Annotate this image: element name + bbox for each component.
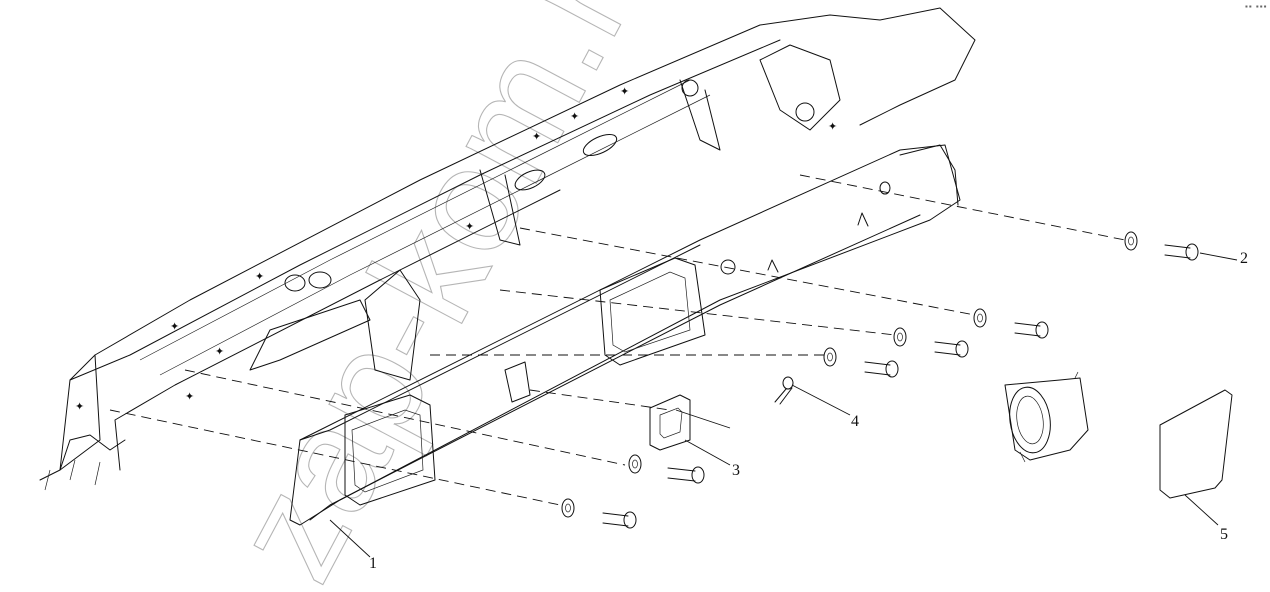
clip-mark: ✦: [570, 110, 579, 123]
clip-mark: ✦: [185, 390, 194, 403]
clip-mark: ✦: [532, 130, 541, 143]
fastener-a: [1124, 231, 1199, 261]
fastener-sets: [561, 231, 1199, 529]
screw-part-4: [774, 376, 794, 405]
fastener-c: [893, 327, 969, 358]
fastener-e: [628, 454, 705, 484]
clip-mark: ✦: [828, 120, 837, 133]
callout-4: 4: [851, 413, 859, 430]
clip-mark: ✦: [170, 320, 179, 333]
handle-bezel-part-3: [649, 394, 691, 451]
clip-mark: ✦: [215, 345, 224, 358]
cover-plate-part-5: [1159, 389, 1233, 499]
clip-mark: ✦: [255, 270, 264, 283]
corner-mark: ▪▪ ▪▪▪: [1245, 2, 1268, 11]
clip-mark: ✦: [75, 400, 84, 413]
clip-mark: ✦: [465, 220, 474, 233]
fastener-f: [561, 498, 637, 529]
fastener-b: [973, 308, 1049, 339]
trim-panel-part-1: [289, 144, 961, 526]
callout-5: 5: [1220, 526, 1228, 543]
callout-3: 3: [732, 462, 740, 479]
callout-2: 2: [1240, 250, 1248, 267]
rear-body-panel: [39, 7, 976, 491]
callout-1: 1: [369, 555, 377, 572]
clip-marks: ✦ ✦ ✦ ✦ ✦ ✦ ✦ ✦ ✦ ✦: [75, 85, 837, 413]
clip-mark: ✦: [620, 85, 629, 98]
assembly-lines: [109, 174, 1126, 506]
fastener-d: [823, 347, 899, 378]
leader-lines: [329, 252, 1238, 558]
speaker: [1004, 371, 1089, 463]
